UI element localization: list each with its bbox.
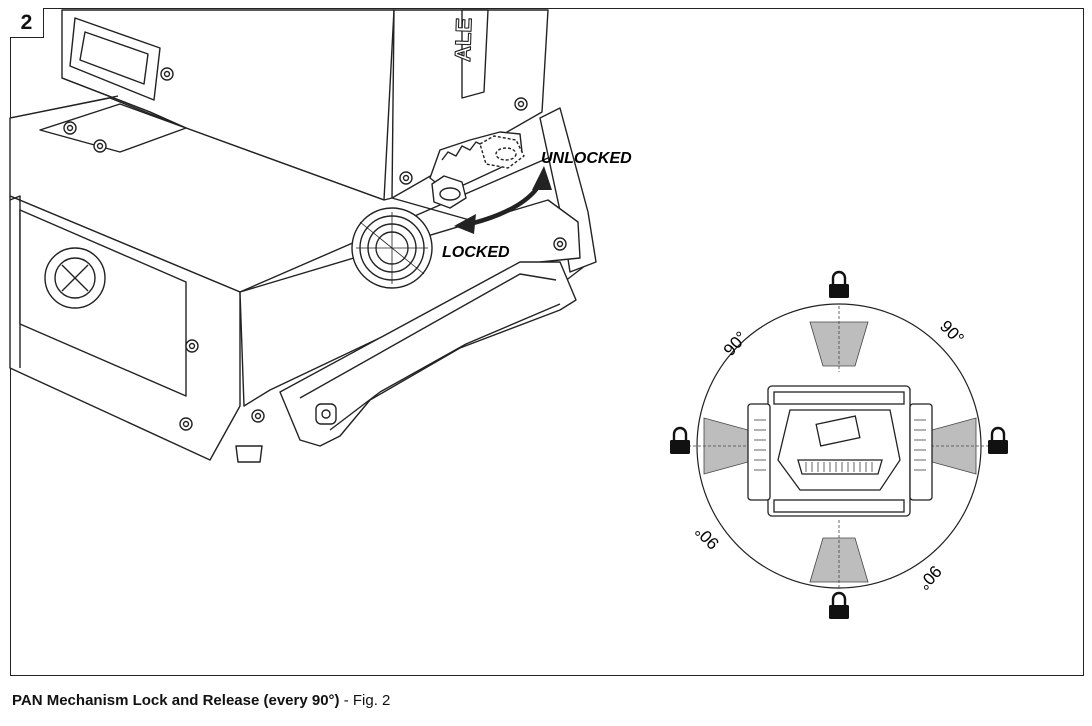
angle-label-top-left: 90°	[720, 328, 751, 360]
lock-icon-right	[988, 426, 1008, 454]
caption-figure-ref: - Fig. 2	[339, 692, 391, 709]
figure-caption: PAN Mechanism Lock and Release (every 90…	[12, 692, 390, 709]
lock-icon-left	[670, 426, 690, 454]
figure-number: 2	[10, 8, 44, 38]
fixture-base-drawing: ALE	[9, 9, 597, 463]
angle-label-top-right: 90°	[936, 317, 968, 349]
curved-arrow-icon	[454, 166, 552, 234]
locked-label: LOCKED	[442, 244, 510, 261]
lock-icon-bottom	[829, 591, 849, 619]
angle-label-bottom-left: 90°	[691, 521, 723, 553]
angle-label-bottom-right: 90°	[914, 562, 945, 594]
lock-position-diagram: 90° 90° 90° 90°	[670, 270, 1008, 619]
unlocked-label: UNLOCKED	[541, 150, 632, 167]
caption-title: PAN Mechanism Lock and Release (every 90…	[12, 692, 340, 709]
nameplate-text: ALE	[450, 17, 477, 62]
lock-icon-top	[829, 270, 849, 298]
